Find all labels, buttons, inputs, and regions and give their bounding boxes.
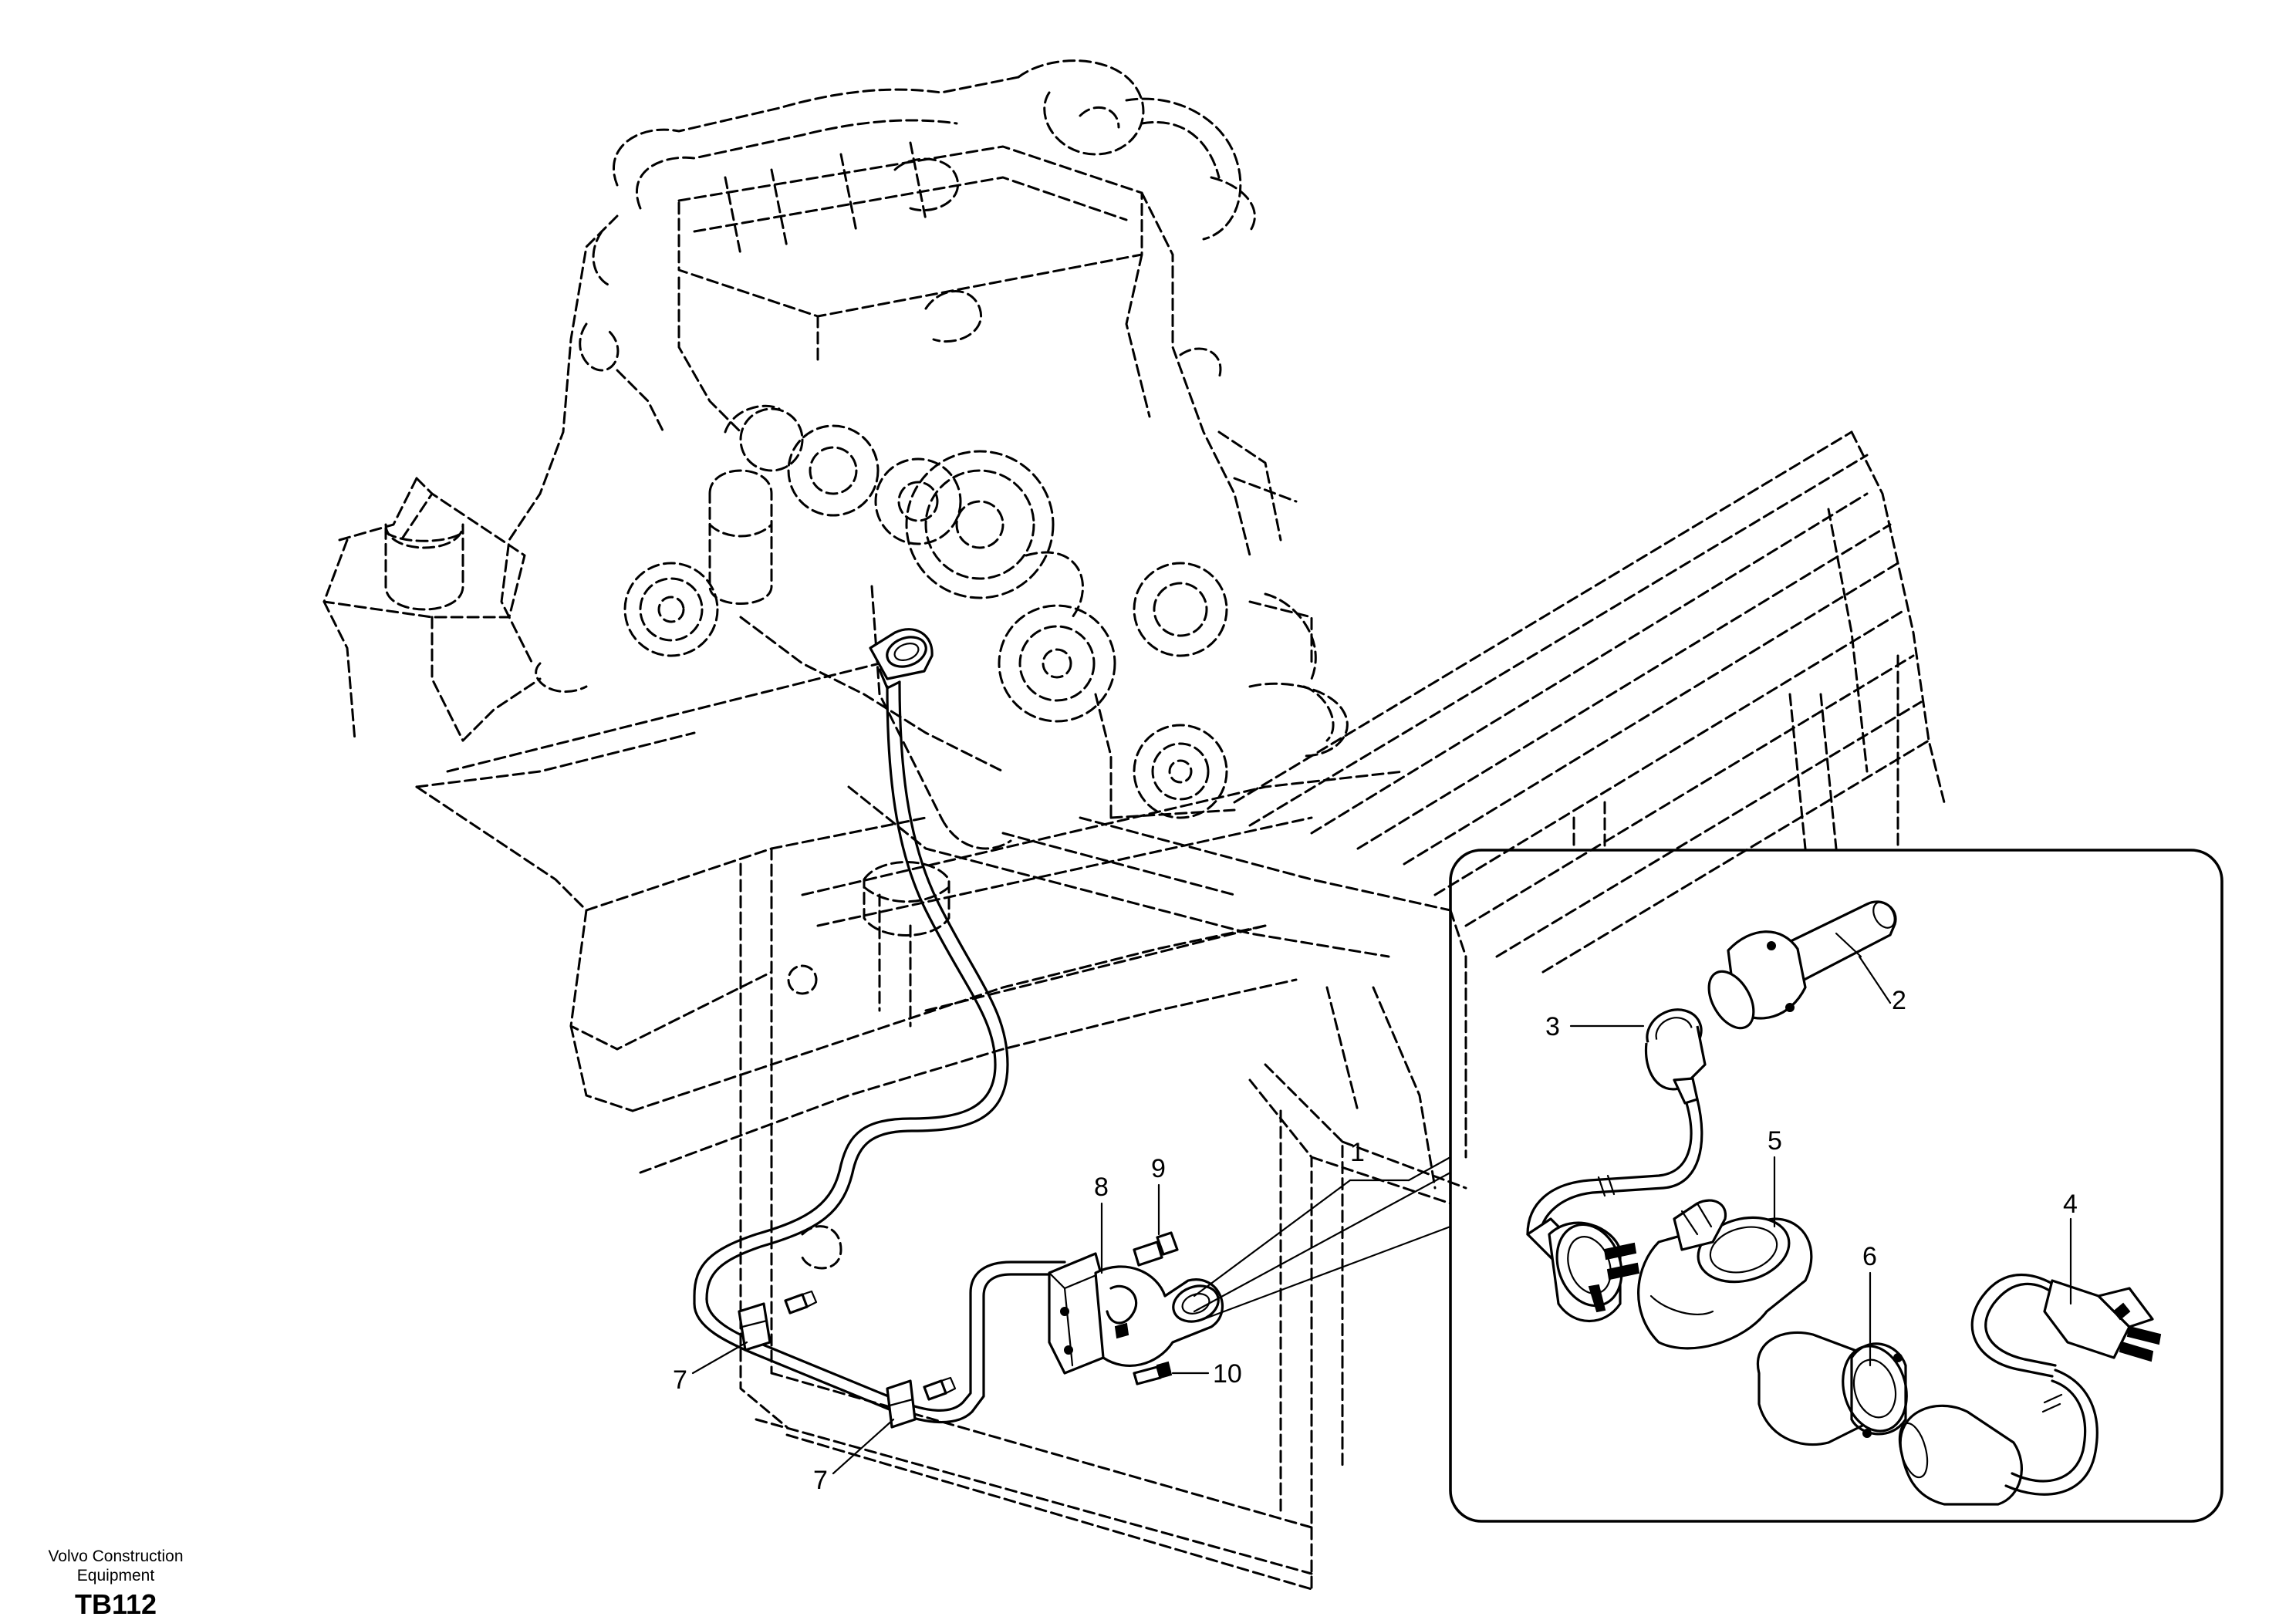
leader-1 <box>1407 1156 1452 1182</box>
callout-1: 1 <box>1350 1138 1365 1167</box>
callout-9: 9 <box>1151 1154 1166 1183</box>
leader-2 <box>1858 955 1892 1004</box>
callout-10: 10 <box>1213 1359 1242 1389</box>
callout-7-upper: 7 <box>673 1365 687 1395</box>
company-name-line1: Volvo Construction <box>48 1547 184 1565</box>
socket-bracket-assembly <box>1048 1231 1224 1385</box>
frame-phantom-outline <box>415 430 1946 1591</box>
callout-5: 5 <box>1768 1126 1782 1156</box>
callout-3: 3 <box>1545 1012 1560 1041</box>
callout-4: 4 <box>2063 1190 2078 1219</box>
detail-inset-box <box>1193 849 2223 1523</box>
callout-6: 6 <box>1862 1242 1877 1271</box>
socket-with-lid <box>1637 1199 1813 1350</box>
elbow-connector <box>1526 1008 1707 1239</box>
male-plug <box>1526 1217 1640 1322</box>
callout-8: 8 <box>1094 1173 1109 1202</box>
callout-2: 2 <box>1892 986 1906 1015</box>
company-name-line2: Equipment <box>76 1567 155 1585</box>
callout-labels: 1 2 3 4 5 6 7 7 8 9 10 <box>673 986 2078 1495</box>
leader-7b <box>832 1418 895 1475</box>
extension-cable <box>1898 1273 2162 1506</box>
protective-cap <box>1756 1331 1908 1446</box>
heater-cable-assembly <box>693 628 1066 1429</box>
figure-code: TB112 <box>74 1588 157 1620</box>
callout-7-lower: 7 <box>813 1466 828 1495</box>
heater-element-inlet <box>1707 900 1897 1030</box>
engine-phantom-outline <box>322 59 1349 937</box>
callout-leaders <box>691 932 2072 1475</box>
leader-7a <box>691 1341 748 1375</box>
